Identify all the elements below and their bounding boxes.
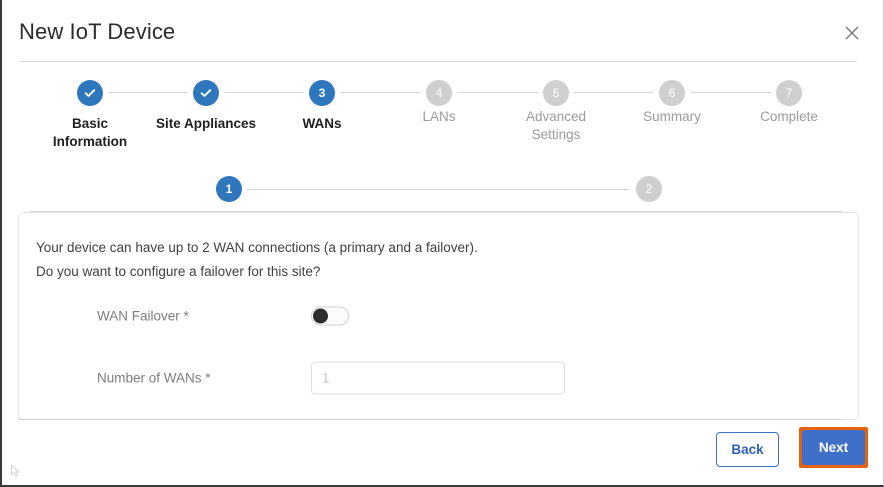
stepper-item-label: WANs [302,116,342,131]
intro-text: Your device can have up to 2 WAN connect… [36,236,478,284]
stepper-item-label: LANs [422,109,456,124]
stepper-item-label: Site Appliances [155,116,257,131]
step-number: 5 [543,80,569,106]
step-connector [574,92,654,93]
page-title: New IoT Device [19,19,176,44]
intro-line-1: Your device can have up to 2 WAN connect… [36,240,478,255]
step-connector [108,92,188,93]
next-button-focus-ring: Next [799,427,868,468]
stepper-item-site-appliances[interactable]: Site Appliances [148,78,264,133]
wan-failover-toggle[interactable] [311,306,349,326]
back-button[interactable]: Back [716,432,779,467]
check-icon [77,80,103,106]
step-connector [224,92,304,93]
close-icon[interactable] [841,22,863,44]
step-connector [457,92,538,93]
check-icon [193,80,219,106]
toggle-knob [313,308,328,324]
stepper-item-label: Complete [760,109,818,124]
step-number: 3 [309,80,335,106]
number-of-wans-input[interactable] [311,361,565,395]
next-button[interactable]: Next [802,430,865,465]
dialog-footer: Back Next [2,420,883,485]
substep-connector [247,189,630,190]
stepper-item-basic-information[interactable]: Basic Information [32,78,148,151]
number-of-wans-row: Number of WANs * [19,361,858,395]
wan-failover-row: WAN Failover * [19,299,858,333]
dialog-header: New IoT Device [2,0,883,62]
step-number: 6 [659,80,685,106]
step-connector [690,92,771,93]
panel-bottom-divider [18,419,842,420]
step-connector [340,92,421,93]
content-panel: Your device can have up to 2 WAN connect… [18,212,859,420]
mouse-cursor [11,464,21,477]
stepper-item-label: Basic Information [52,116,128,149]
intro-line-2: Do you want to configure a failover for … [36,264,321,279]
panel-top-divider [30,211,842,212]
wan-failover-label: WAN Failover * [97,308,189,324]
step-number: 4 [426,80,452,106]
header-divider [19,61,857,62]
substepper-item-1[interactable]: 1 [216,176,242,202]
stepper-item-label: Advanced Settings [525,109,587,142]
number-of-wans-label: Number of WANs * [97,370,211,386]
step-number: 7 [776,80,802,106]
substepper-item-2[interactable]: 2 [636,176,662,202]
stepper-item-label: Summary [643,109,701,124]
